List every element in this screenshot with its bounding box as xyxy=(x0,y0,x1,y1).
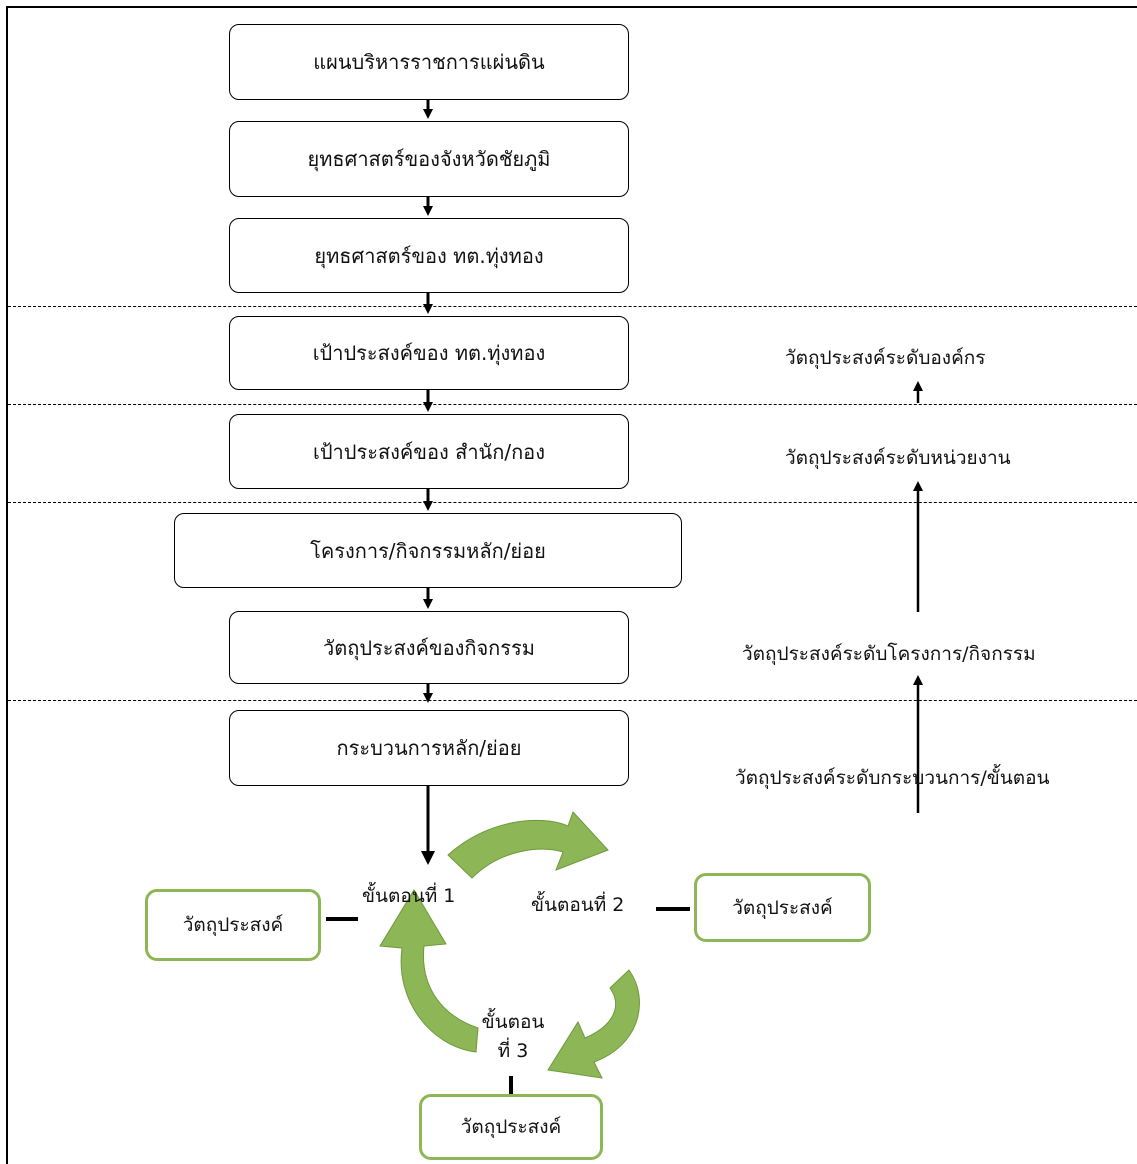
objective-label: วัตถุประสงค์ xyxy=(460,1116,562,1138)
objective-label: วัตถุประสงค์ xyxy=(732,896,833,919)
flow-box-municipality-goal: เป้าประสงค์ของ ทต.ทุ่งทอง xyxy=(229,316,629,390)
flow-box-national-plan: แผนบริหารราชการแผ่นดิน xyxy=(229,24,629,100)
page-frame xyxy=(6,6,1137,1164)
flow-box-processes: กระบวนการหลัก/ย่อย xyxy=(229,710,629,786)
flow-box-label: วัตถุประสงค์ของกิจกรรม xyxy=(323,635,535,660)
objective-box-step2: วัตถุประสงค์ xyxy=(694,873,871,942)
level-label-project: วัตถุประสงค์ระดับโครงการ/กิจกรรม xyxy=(742,643,1036,665)
flow-box-projects: โครงการ/กิจกรรมหลัก/ย่อย xyxy=(174,513,682,588)
objective-label: วัตถุประสงค์ xyxy=(182,914,284,936)
flow-box-province-strategy: ยุทธศาสตร์ของจังหวัดชัยภูมิ xyxy=(229,121,629,197)
flow-box-activity-objective: วัตถุประสงค์ของกิจกรรม xyxy=(229,611,629,684)
cycle-step-3-line1: ขั้นตอน xyxy=(481,1011,545,1033)
flow-box-label: กระบวนการหลัก/ย่อย xyxy=(336,736,522,760)
separator-line xyxy=(8,502,1137,503)
cycle-step-1: ขั้นตอนที่ 1 xyxy=(362,885,456,907)
separator-line xyxy=(8,404,1137,405)
cycle-arrow-3-to-1 xyxy=(379,889,479,1053)
cycle-step-3-line2: ที่ 3 xyxy=(497,1039,529,1062)
flow-box-label: โครงการ/กิจกรรมหลัก/ย่อย xyxy=(310,538,546,563)
flow-box-label: เป้าประสงค์ของ สำนัก/กอง xyxy=(313,439,545,464)
flow-box-label: แผนบริหารราชการแผ่นดิน xyxy=(313,50,545,74)
cycle-arrow-1-to-2 xyxy=(447,811,609,879)
cycle-step-3: ขั้นตอน ที่ 3 xyxy=(468,1008,558,1065)
separator-line xyxy=(8,700,1137,701)
separator-line xyxy=(8,306,1137,307)
flow-box-label: ยุทธศาสตร์ของจังหวัดชัยภูมิ xyxy=(307,147,551,171)
level-label-division: วัตถุประสงค์ระดับหน่วยงาน xyxy=(785,447,1011,469)
objective-box-step3: วัตถุประสงค์ xyxy=(419,1094,603,1160)
flow-box-label: ยุทธศาสตร์ของ ทต.ทุ่งทอง xyxy=(314,243,544,268)
cycle-arrow-2-to-3 xyxy=(547,969,640,1079)
flow-box-division-goal: เป้าประสงค์ของ สำนัก/กอง xyxy=(229,414,629,489)
level-label-organization: วัตถุประสงค์ระดับองค์กร xyxy=(785,347,986,369)
objective-box-step1: วัตถุประสงค์ xyxy=(145,889,321,961)
level-label-process: วัตถุประสงค์ระดับกระบวนการ/ขั้นตอน xyxy=(735,767,1050,789)
cycle-step-2: ขั้นตอนที่ 2 xyxy=(531,894,625,916)
flow-box-label: เป้าประสงค์ของ ทต.ทุ่งทอง xyxy=(312,341,546,365)
flow-box-municipality-strategy: ยุทธศาสตร์ของ ทต.ทุ่งทอง xyxy=(229,218,629,293)
